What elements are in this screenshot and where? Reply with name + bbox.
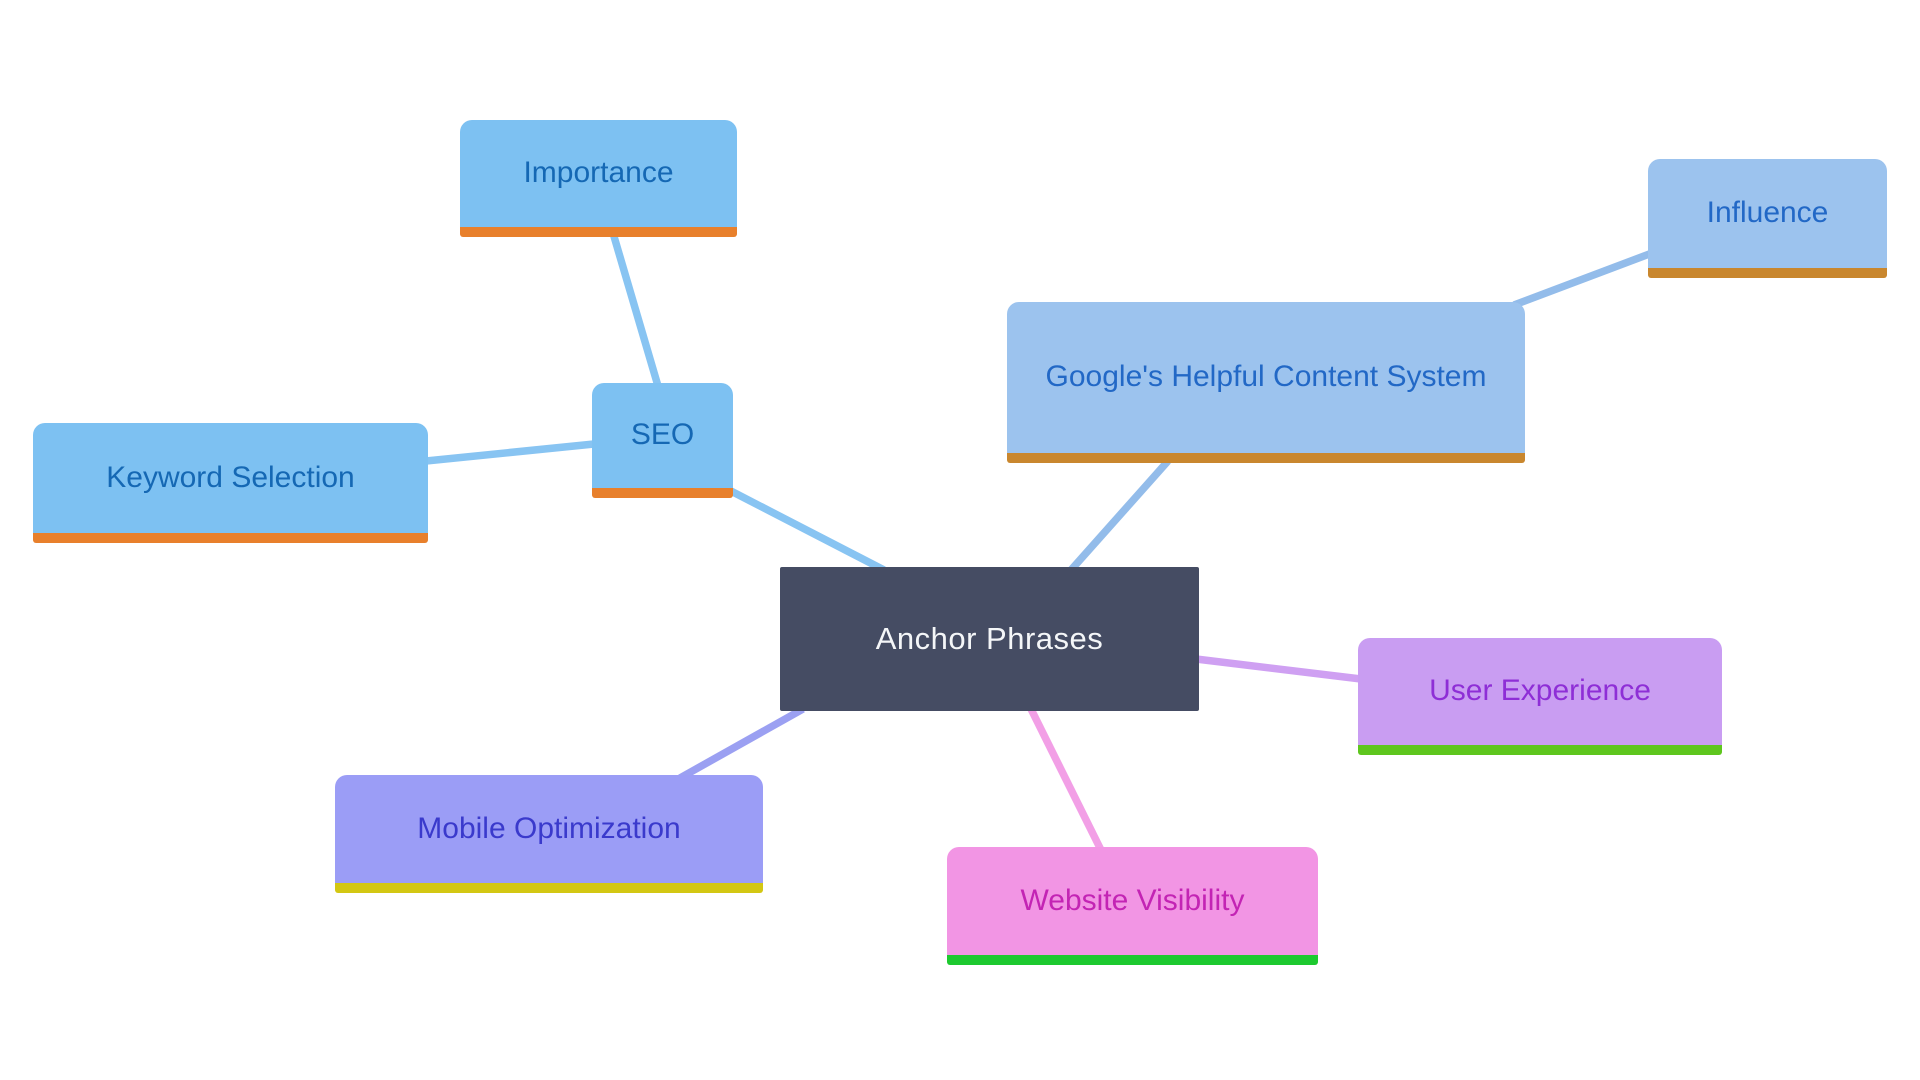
connector-googles-helpful-content-system-to-influence bbox=[1512, 249, 1654, 309]
node-label: Influence bbox=[1706, 196, 1829, 230]
node-keyword-selection: Keyword Selection bbox=[33, 423, 428, 543]
connector-anchor-phrases-to-mobile-optimization bbox=[678, 705, 805, 782]
node-user-experience: User Experience bbox=[1358, 638, 1722, 755]
node-website-visibility: Website Visibility bbox=[947, 847, 1318, 965]
node-anchor-phrases: Anchor Phrases bbox=[780, 567, 1199, 711]
node-label: Mobile Optimization bbox=[417, 811, 681, 845]
connector-anchor-phrases-to-user-experience bbox=[1195, 655, 1362, 683]
node-label: Keyword Selection bbox=[106, 460, 355, 494]
node-label: Importance bbox=[523, 156, 674, 190]
node-mobile-optimization: Mobile Optimization bbox=[335, 775, 763, 893]
connector-anchor-phrases-to-website-visibility bbox=[1027, 707, 1105, 852]
node-label: Website Visibility bbox=[1020, 883, 1245, 917]
node-label: User Experience bbox=[1429, 674, 1651, 708]
node-googles-helpful-content-system: Google's Helpful Content System bbox=[1007, 302, 1525, 463]
node-influence: Influence bbox=[1648, 159, 1887, 278]
connector-googles-helpful-content-system-to-anchor-phrases bbox=[1068, 458, 1171, 573]
connector-seo-to-anchor-phrases bbox=[727, 486, 886, 574]
connector-keyword-selection-to-seo bbox=[425, 440, 595, 465]
node-label: Anchor Phrases bbox=[875, 621, 1104, 657]
node-label: Google's Helpful Content System bbox=[1045, 360, 1487, 394]
node-importance: Importance bbox=[460, 120, 737, 237]
node-label: SEO bbox=[630, 418, 695, 452]
connector-importance-to-seo bbox=[609, 231, 662, 388]
node-seo: SEO bbox=[592, 383, 733, 498]
